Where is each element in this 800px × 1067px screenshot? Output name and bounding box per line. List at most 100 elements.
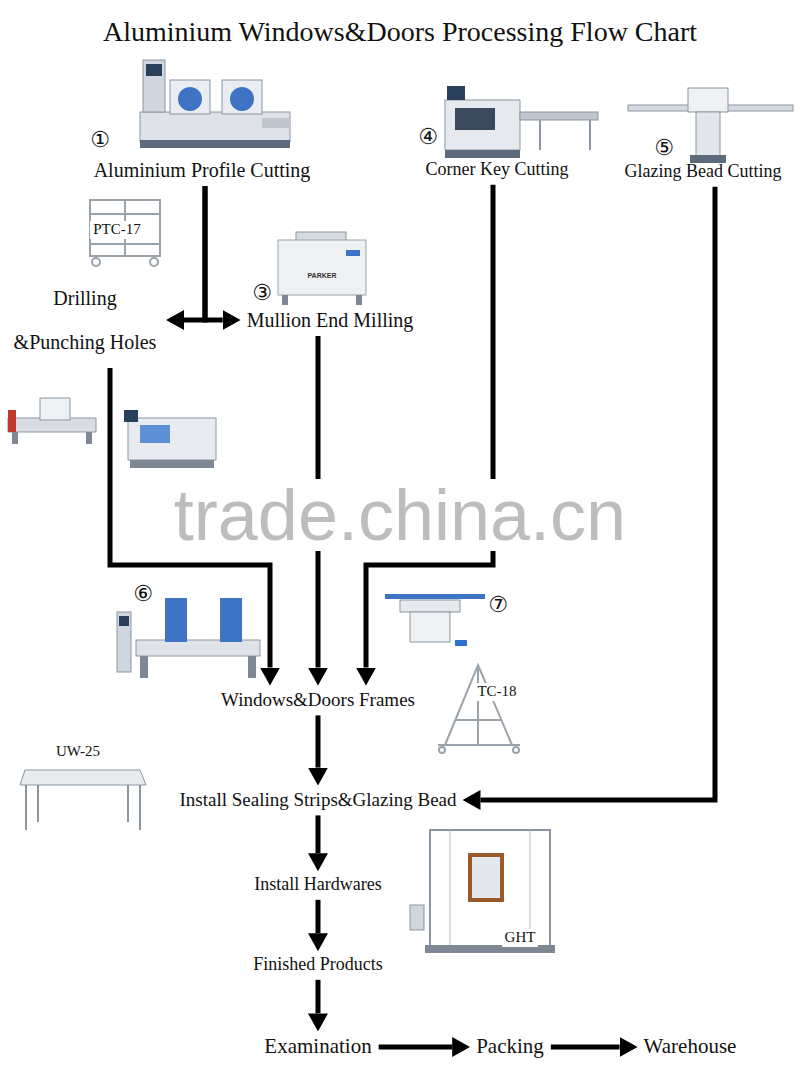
corner-key-saw bbox=[589, 120, 591, 150]
corner-key-saw bbox=[520, 112, 598, 120]
cnc-drilling-machine bbox=[86, 432, 92, 444]
step-label: Examination bbox=[264, 1034, 371, 1059]
single-head-crimper bbox=[385, 594, 485, 646]
glazing-table bbox=[470, 855, 502, 900]
work-table bbox=[25, 785, 27, 830]
step-label: Glazing Bead Cutting bbox=[625, 161, 782, 183]
process-step: Examination bbox=[259, 1032, 376, 1061]
flow-arrow bbox=[366, 185, 493, 668]
corner-crimping-machine bbox=[165, 598, 187, 642]
step-label: Mullion End Milling bbox=[247, 308, 414, 332]
flow-arrow bbox=[315, 715, 320, 767]
double-head-saw bbox=[170, 80, 210, 114]
double-head-saw bbox=[262, 118, 290, 128]
punching-machine bbox=[128, 418, 216, 460]
step-label: Aluminium Profile Cutting bbox=[94, 158, 311, 182]
a-frame-rack bbox=[439, 747, 445, 753]
end-milling-machine bbox=[346, 250, 360, 256]
callout-number: ⑤ bbox=[654, 135, 674, 160]
flow-arrow bbox=[205, 186, 223, 320]
work-table bbox=[20, 770, 146, 830]
corner-crimping-machine bbox=[136, 640, 260, 656]
process-step: Install Sealing Strips&Glazing Bead bbox=[174, 787, 461, 814]
end-milling-machine bbox=[278, 232, 366, 305]
process-step: Warehouse bbox=[639, 1032, 742, 1061]
flow-arrow bbox=[551, 1045, 620, 1050]
corner-key-saw bbox=[445, 150, 520, 158]
cnc-drilling-machine bbox=[40, 398, 70, 420]
corner-crimping-machine bbox=[119, 616, 129, 626]
model-code: GHT bbox=[502, 929, 539, 946]
corner-crimping-machine bbox=[220, 598, 242, 642]
corner-key-saw bbox=[455, 108, 495, 130]
flow-arrow bbox=[184, 186, 205, 320]
callout-number: ④ bbox=[418, 124, 438, 149]
step-label: Packing bbox=[476, 1034, 544, 1059]
glazing-table bbox=[450, 830, 451, 948]
a-frame-rack bbox=[445, 665, 512, 745]
double-head-saw bbox=[146, 64, 162, 76]
single-head-crimper bbox=[385, 594, 485, 599]
process-step: Packing bbox=[471, 1032, 549, 1061]
process-step: Glazing Bead Cutting bbox=[620, 159, 787, 185]
corner-crimping-machine bbox=[140, 656, 148, 678]
step-label: Windows&Doors Frames bbox=[221, 689, 415, 712]
model-code: PTC-17 bbox=[90, 221, 144, 238]
glazing-bead-saw bbox=[628, 88, 793, 163]
cnc-drilling-machine bbox=[12, 432, 18, 444]
a-frame-rack bbox=[438, 665, 520, 753]
punching-machine bbox=[124, 410, 216, 468]
end-milling-machine bbox=[282, 295, 288, 305]
corner-key-saw bbox=[445, 86, 598, 158]
double-head-saw bbox=[178, 87, 202, 111]
a-frame-rack bbox=[513, 747, 519, 753]
corner-key-saw bbox=[447, 86, 465, 100]
process-step: Install Hardwares bbox=[249, 872, 386, 898]
step-label: Install Hardwares bbox=[254, 874, 381, 896]
flow-arrow bbox=[315, 815, 320, 853]
corner-crimping-machine bbox=[248, 656, 256, 678]
brand-mark: PARKER bbox=[307, 272, 336, 280]
single-head-crimper bbox=[410, 612, 450, 642]
corner-key-saw bbox=[445, 100, 520, 150]
punching-machine bbox=[130, 460, 214, 468]
glazing-table bbox=[410, 905, 424, 930]
double-head-saw bbox=[140, 140, 290, 148]
double-head-saw bbox=[143, 60, 165, 112]
model-code: UW-25 bbox=[53, 743, 103, 760]
single-head-crimper bbox=[400, 600, 460, 612]
glazing-table bbox=[430, 830, 550, 948]
work-table bbox=[20, 770, 146, 785]
punching-machine bbox=[124, 410, 138, 422]
callout-number: ③ bbox=[252, 280, 272, 305]
chart-title: Aluminium Windows&Doors Processing Flow … bbox=[0, 16, 800, 48]
step-label: Install Sealing Strips&Glazing Bead bbox=[179, 789, 456, 812]
work-table bbox=[139, 785, 141, 830]
end-milling-machine bbox=[278, 240, 366, 295]
profile-rack bbox=[90, 200, 160, 256]
flow-arrow bbox=[315, 900, 320, 933]
double-head-saw bbox=[222, 80, 262, 114]
double-head-saw bbox=[230, 87, 254, 111]
a-frame-rack bbox=[477, 665, 479, 745]
cnc-drilling-machine bbox=[8, 398, 96, 444]
corner-key-saw bbox=[539, 120, 541, 150]
process-step: Aluminium Profile Cutting bbox=[89, 156, 316, 184]
cnc-drilling-machine bbox=[8, 410, 16, 432]
glazing-bead-saw bbox=[688, 88, 728, 112]
process-step: Corner Key Cutting bbox=[421, 157, 574, 183]
watermark: trade.china.cn bbox=[171, 479, 629, 551]
model-code: TC-18 bbox=[474, 683, 519, 700]
process-step: Finished Products bbox=[248, 952, 388, 978]
step-label: Corner Key Cutting bbox=[426, 159, 569, 181]
process-step: Windows&Doors Frames bbox=[216, 687, 420, 714]
glazing-bead-saw bbox=[696, 112, 720, 157]
profile-rack bbox=[90, 200, 160, 266]
end-milling-machine bbox=[356, 295, 362, 305]
profile-rack bbox=[150, 258, 158, 266]
corner-crimping-machine bbox=[117, 612, 131, 672]
work-table bbox=[37, 785, 39, 822]
single-head-crimper bbox=[455, 640, 467, 646]
process-step: Drilling &Punching Holes bbox=[5, 274, 165, 366]
work-table bbox=[127, 785, 129, 822]
